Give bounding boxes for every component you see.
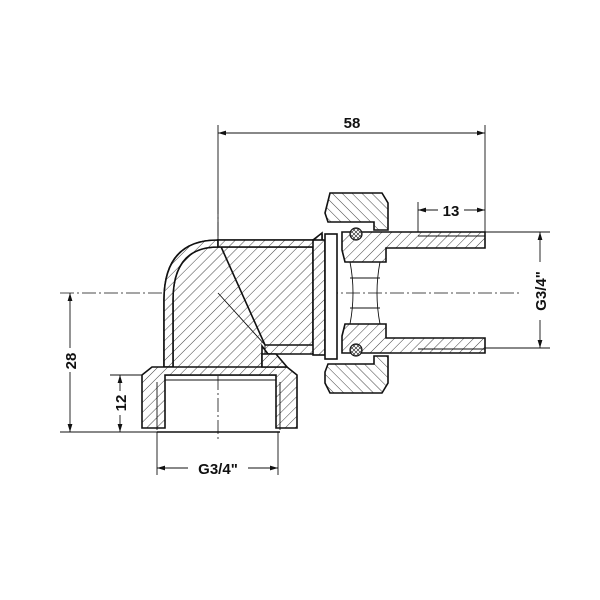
dim-58-label: 58: [344, 115, 361, 132]
union-face: [324, 233, 338, 360]
dim-tail-thread-label: G3/4": [533, 271, 550, 311]
tail-piece-bottom: [341, 323, 486, 354]
union-nut-bottom: [324, 355, 389, 394]
dim-12-label: 12: [113, 395, 130, 412]
elbow-top-wall: [217, 231, 323, 252]
dim-female-thread-label: G3/4": [198, 461, 238, 478]
dim-13-label: 13: [443, 203, 460, 220]
elbow-neck: [261, 353, 289, 368]
o-ring-top: [349, 227, 363, 241]
body-flange: [312, 239, 326, 356]
o-ring-bottom: [349, 343, 363, 357]
tail-piece-top: [341, 231, 486, 263]
dim-28-label: 28: [63, 353, 80, 370]
union-nut-top: [324, 192, 389, 231]
internal-bore-edge: [217, 292, 266, 355]
female-thread-hex: [141, 366, 298, 429]
seat-profile: [349, 261, 381, 325]
